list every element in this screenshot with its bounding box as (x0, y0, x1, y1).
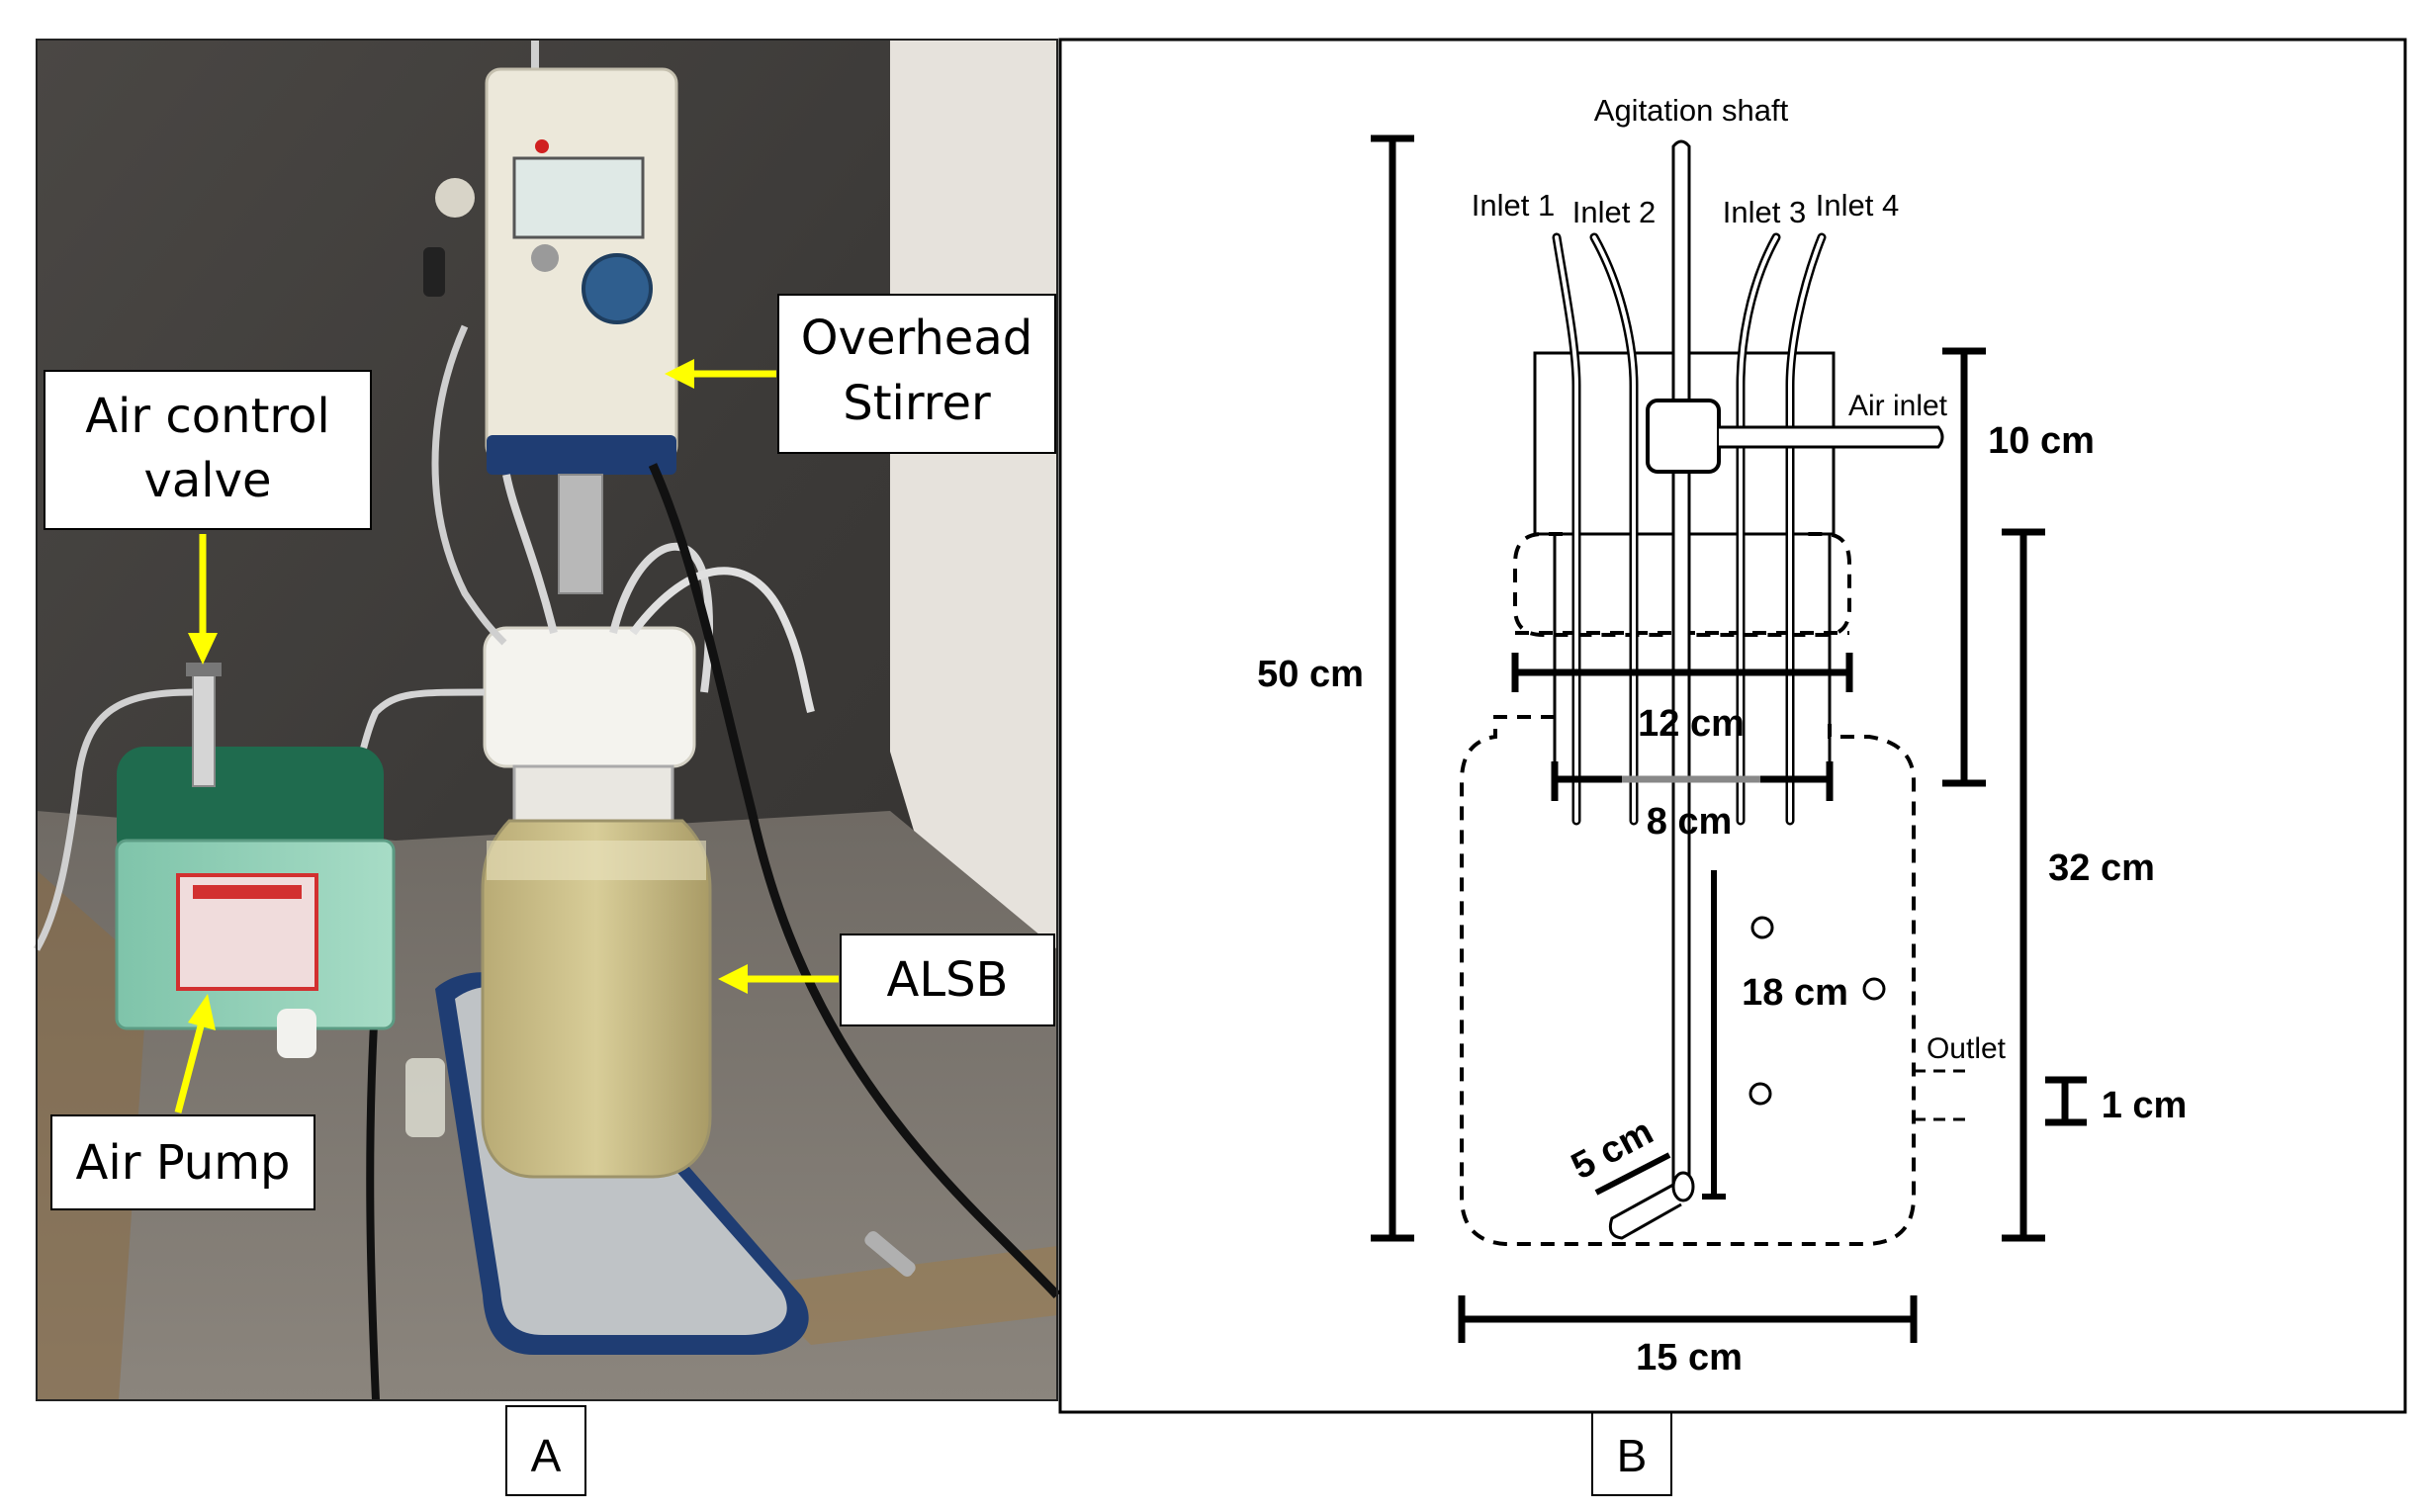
panel-tag-b: B (1591, 1405, 1672, 1496)
dim-label-10cm: 10 cm (1988, 420, 2095, 462)
callout-air-control-valve: Air control valve (44, 370, 372, 530)
key-tool (864, 1231, 916, 1277)
inlet-1-tube-inner (1555, 235, 1578, 823)
arrow-pump-head (188, 994, 216, 1030)
arrow-pump-shaft (174, 1018, 207, 1113)
overhead-stirrer-body (485, 67, 678, 462)
dim-label-32cm: 32 cm (2048, 847, 2155, 889)
callout-box (840, 934, 1055, 1026)
pump-tube (33, 688, 194, 951)
panel-b-border (1058, 38, 2407, 1414)
power-cable (648, 463, 1061, 1299)
panel-a-border (36, 39, 1058, 1401)
filter (277, 1009, 316, 1058)
speed-knob (582, 253, 653, 324)
label-overhead: Overhead (801, 311, 1032, 366)
inlet-2-tube-inner (1592, 235, 1636, 823)
white-wall (890, 40, 1057, 989)
label-stirrer: Stirrer (843, 376, 991, 431)
inlet-3-tube-inner (1739, 235, 1778, 823)
label-inlet-4: Inlet 4 (1816, 188, 1899, 222)
label-valve: valve (143, 453, 271, 508)
arrow-valve-head (188, 633, 218, 665)
label-inlet-3: Inlet 3 (1723, 195, 1806, 229)
small-bottle (405, 1058, 445, 1137)
air-inlet-block (1646, 399, 1721, 474)
tag-a-label: A (531, 1430, 562, 1481)
label-agitation-shaft: Agitation shaft (1594, 93, 1789, 128)
callout-box (777, 294, 1056, 454)
vessel-outline (1460, 715, 1916, 1246)
tag-box (1591, 1405, 1672, 1496)
panel-a-arrows (174, 359, 839, 1113)
tube-3 (629, 567, 815, 714)
flow-meter (192, 667, 216, 787)
stirrer-chuck (558, 474, 603, 594)
dim-label-12cm: 12 cm (1638, 703, 1745, 745)
label-inlet-2: Inlet 2 (1572, 195, 1656, 229)
dim-5cm-line (1594, 1152, 1671, 1196)
stirrer-display (512, 156, 645, 239)
flow-meter-cap (186, 663, 222, 676)
warning-label-bar (193, 885, 302, 899)
impeller (1608, 1183, 1682, 1240)
tag-box (505, 1405, 586, 1496)
label-air-inlet: Air inlet (1848, 390, 1948, 422)
sparger-hole (1750, 916, 1774, 939)
panel-tag-a: A (505, 1405, 586, 1496)
label-air-control: Air control (85, 389, 330, 444)
power-cable-2 (366, 988, 380, 1401)
callout-air-pump: Air Pump (50, 1114, 315, 1210)
foam-layer (487, 841, 706, 880)
air-pump-top (117, 747, 384, 865)
dim-label-15cm: 15 cm (1636, 1337, 1743, 1379)
stirrer-button (531, 244, 559, 272)
vessel-lid (483, 626, 696, 768)
clamp-knob (423, 247, 445, 297)
sparger-hole (1748, 1082, 1772, 1106)
label-alsb: ALSB (887, 952, 1009, 1008)
sparger-hole (1862, 977, 1886, 1001)
agitation-shaft (1671, 139, 1691, 1187)
dim-label-50cm: 50 cm (1257, 654, 1364, 695)
dim-label-18cm: 18 cm (1742, 972, 1848, 1014)
panel-b-schematic (1371, 134, 2087, 1343)
tube-1 (502, 474, 558, 634)
arrow-stirrer-head (665, 359, 694, 389)
power-led (535, 139, 549, 153)
label-air-pump: Air Pump (76, 1135, 291, 1191)
callout-box (50, 1114, 315, 1210)
dim-label-1cm: 1 cm (2102, 1085, 2188, 1126)
arrow-alsb-head (718, 964, 748, 994)
callout-overhead-stirrer: Overhead Stirrer (777, 294, 1056, 454)
tape-strip-2 (752, 1246, 1057, 1345)
callout-alsb: ALSB (840, 934, 1055, 1026)
tube-5 (431, 324, 507, 646)
vessel-neck (512, 764, 674, 823)
impeller-end (1671, 1171, 1695, 1202)
callout-box (44, 370, 372, 530)
tag-b-label: B (1617, 1430, 1648, 1481)
alsb-vessel (481, 819, 712, 1179)
inlet-4-tube-inner (1788, 235, 1824, 823)
dim-label-8cm: 8 cm (1647, 801, 1733, 843)
air-inlet-tube (1719, 425, 1944, 449)
label-outlet: Outlet (1927, 1032, 2007, 1065)
label-inlet-1: Inlet 1 (1472, 188, 1555, 222)
stirrer-base-band (487, 435, 676, 475)
stand-clamp (435, 178, 475, 218)
